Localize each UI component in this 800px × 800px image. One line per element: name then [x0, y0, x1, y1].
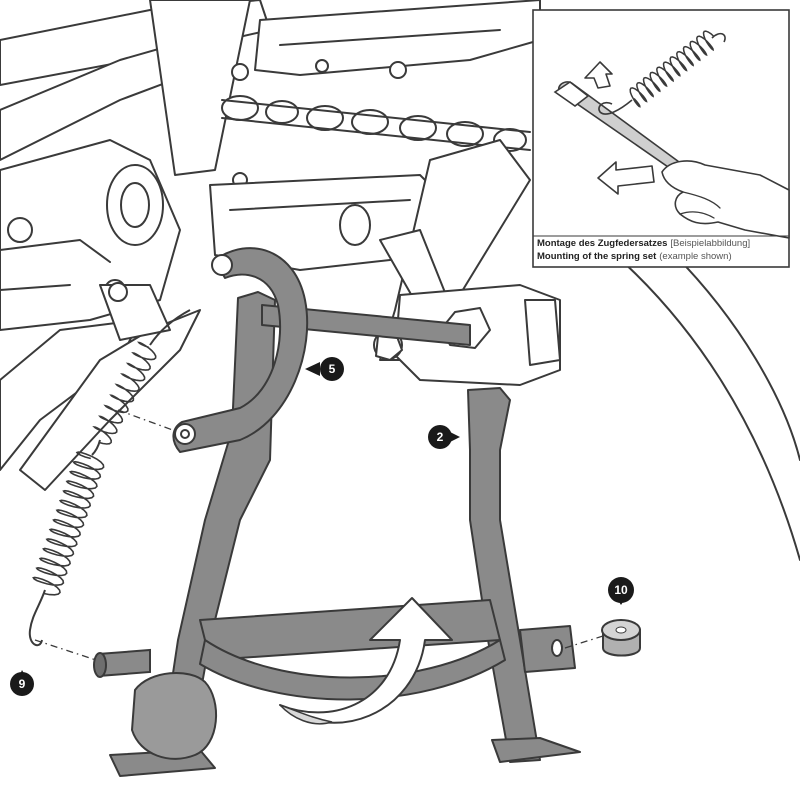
- stand-right-tab: [519, 625, 576, 673]
- svg-text:9: 9: [19, 677, 26, 691]
- stand-right-foot: [491, 737, 581, 763]
- stand-pivot-bar: [261, 304, 471, 346]
- up-arrow-icon: [584, 61, 613, 89]
- rubber-cap: [601, 619, 641, 657]
- svg-text:2: 2: [437, 430, 444, 444]
- callout-10: 10: [608, 577, 634, 605]
- leader-cap: [564, 635, 604, 649]
- spring-coil: [92, 341, 157, 445]
- spring-mounting-inset: Montage des Zugfedersatzes[Beispielabbil…: [532, 9, 790, 268]
- stand-foot-pad: [131, 672, 218, 760]
- spring-hook: [149, 309, 191, 346]
- spring-hook: [711, 32, 726, 43]
- mounting-bracket: [172, 247, 309, 453]
- callout-9: 9: [10, 670, 34, 696]
- inset-spring: [598, 30, 726, 115]
- callout-2: 2: [428, 425, 460, 449]
- inset-caption-english: Mounting of the spring set(example shown…: [537, 251, 732, 262]
- spring-coil: [629, 30, 715, 108]
- svg-text:10: 10: [614, 583, 628, 597]
- spring-hook: [28, 589, 46, 647]
- callout-5: 5: [305, 357, 344, 381]
- rotation-arrow-icon: [279, 597, 453, 725]
- spring-hook: [91, 439, 101, 456]
- leader-bracket: [117, 409, 179, 433]
- spring-hook: [598, 99, 633, 115]
- stand-cross-brace: [199, 599, 501, 661]
- leader-peg: [34, 639, 97, 661]
- drive-chain: [221, 95, 531, 152]
- left-arrow-icon: [597, 161, 655, 195]
- stand-right-leg: [467, 387, 541, 763]
- tension-spring: [28, 309, 191, 647]
- spring-coil: [32, 451, 105, 596]
- stand-lower-brace: [199, 639, 506, 701]
- inset-caption-german: Montage des Zugfedersatzes[Beispielabbil…: [537, 238, 750, 249]
- svg-text:5: 5: [329, 362, 336, 376]
- hand-illustration: [661, 160, 790, 239]
